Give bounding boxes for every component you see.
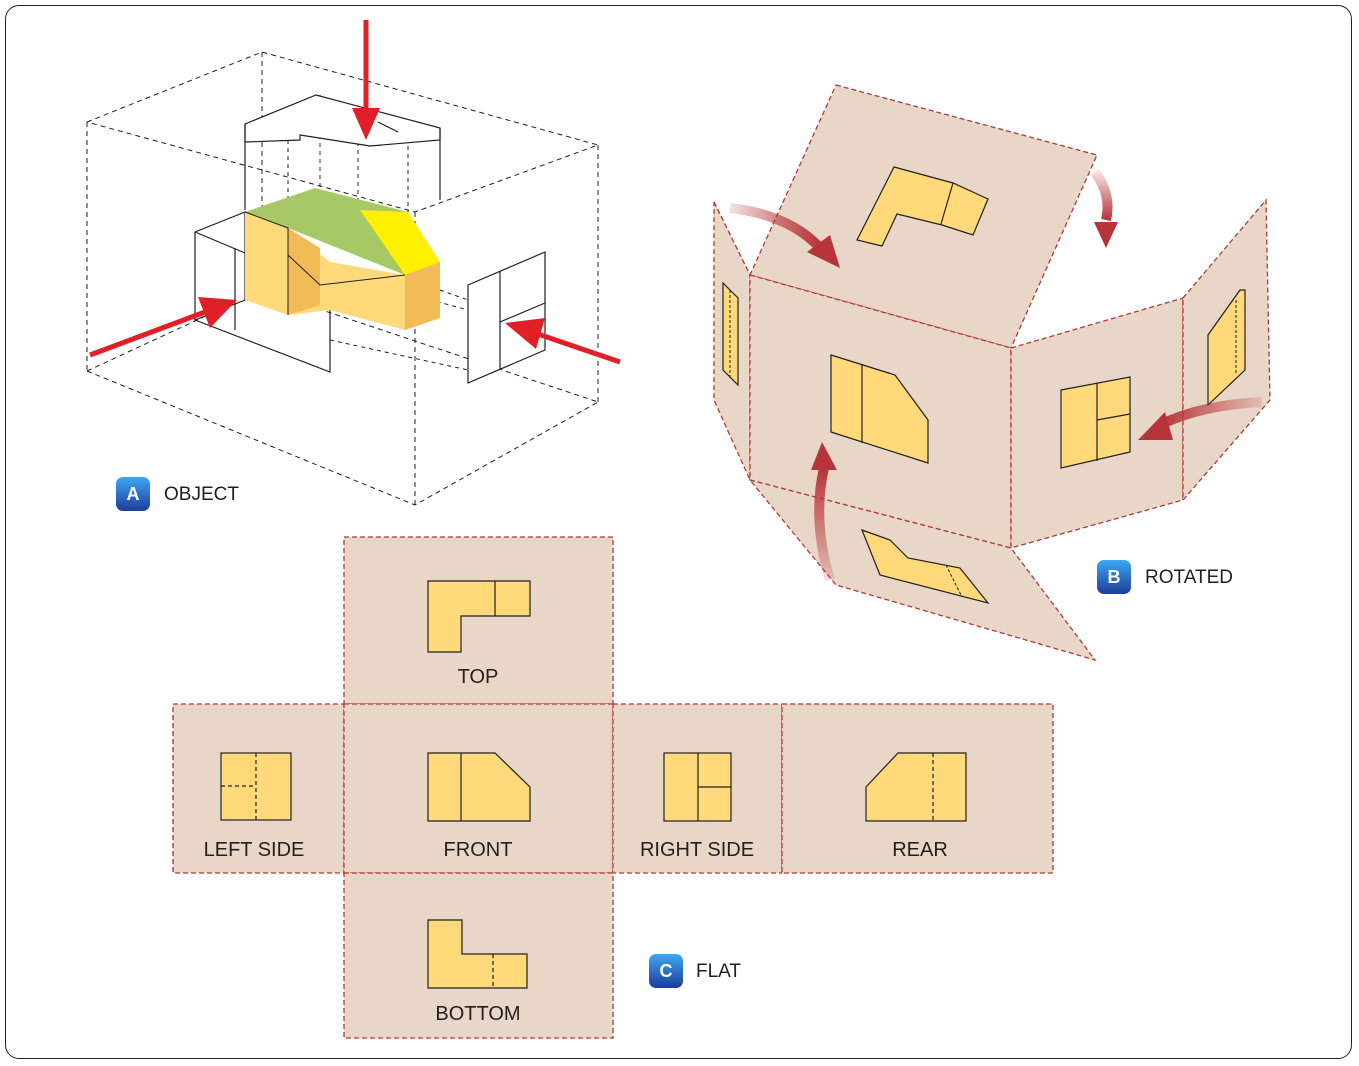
rotated-top-view — [856, 166, 989, 247]
rotated-illustration — [713, 84, 1271, 662]
top-view-label: TOP — [458, 666, 499, 688]
right-side-view: RIGHT SIDE — [640, 752, 754, 861]
rotated-right-view — [1060, 376, 1131, 469]
svg-text:C: C — [660, 961, 673, 981]
svg-text:B: B — [1108, 567, 1121, 587]
view-arrows — [89, 20, 621, 365]
svg-text:A: A — [127, 484, 140, 504]
rotated-left-view — [722, 281, 739, 387]
badge-a: A — [116, 477, 150, 511]
left-projection — [194, 211, 331, 373]
bottom-view-label: BOTTOM — [435, 1003, 520, 1025]
flat-top-panel — [343, 536, 614, 705]
left-side-view: LEFT SIDE — [204, 752, 305, 861]
left-side-view-label: LEFT SIDE — [204, 839, 305, 861]
rear-view-label: REAR — [892, 839, 948, 861]
rotated-rear-view — [1207, 289, 1246, 407]
fold-arrows — [729, 169, 1263, 582]
right-projection — [467, 251, 546, 384]
flat-label: FLAT — [696, 961, 741, 982]
top-projection — [244, 94, 441, 210]
rotated-front-view — [830, 354, 929, 464]
bottom-view: BOTTOM — [427, 919, 528, 1025]
object-solid — [244, 188, 440, 330]
badge-b: B — [1097, 560, 1131, 594]
rotated-label: ROTATED — [1145, 567, 1233, 588]
badge-c: C — [649, 954, 683, 988]
front-view-label: FRONT — [444, 839, 513, 861]
object-illustration — [86, 20, 621, 506]
right-side-view-label: RIGHT SIDE — [640, 839, 754, 861]
object-label: OBJECT — [164, 484, 239, 505]
top-view: TOP — [427, 580, 531, 688]
flat-layout: TOP LEFT SIDE FRONT RIGHT SIDE — [172, 536, 1054, 1039]
diagram-frame — [5, 5, 1352, 1059]
front-view: FRONT — [427, 752, 531, 861]
rotated-bottom-view — [860, 528, 990, 605]
rear-view: REAR — [865, 752, 967, 861]
